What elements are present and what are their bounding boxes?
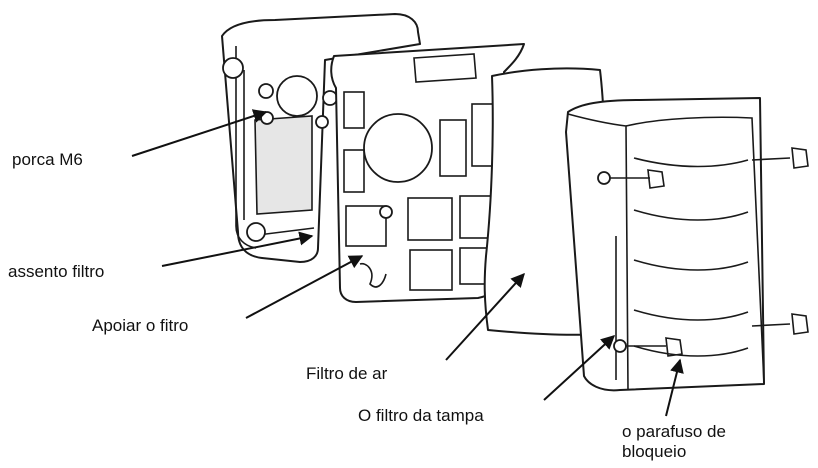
label-filtro-de-ar: Filtro de ar — [306, 364, 388, 383]
leader-parafuso — [665, 358, 684, 417]
label-apoiar-o-fitro: Apoiar o fitro — [92, 316, 189, 335]
leader-assento — [161, 231, 314, 267]
filter-support-part — [330, 43, 525, 303]
filter-cover-part — [565, 97, 765, 392]
label-filtro-da-tampa: O filtro da tampa — [358, 406, 484, 425]
label-parafuso-de-bloqueio: o parafuso de bloqueio — [622, 422, 726, 461]
label-porca-m6: porca M6 — [12, 150, 83, 169]
label-assento-filtro: assento filtro — [8, 262, 105, 281]
leader-filtro-ar — [445, 272, 525, 361]
leader-apoiar — [245, 255, 364, 319]
mounting-hole — [222, 57, 244, 79]
locking-screw-icon — [597, 147, 809, 357]
leader-filtro-tampa — [543, 335, 616, 401]
leader-porca — [131, 109, 268, 157]
